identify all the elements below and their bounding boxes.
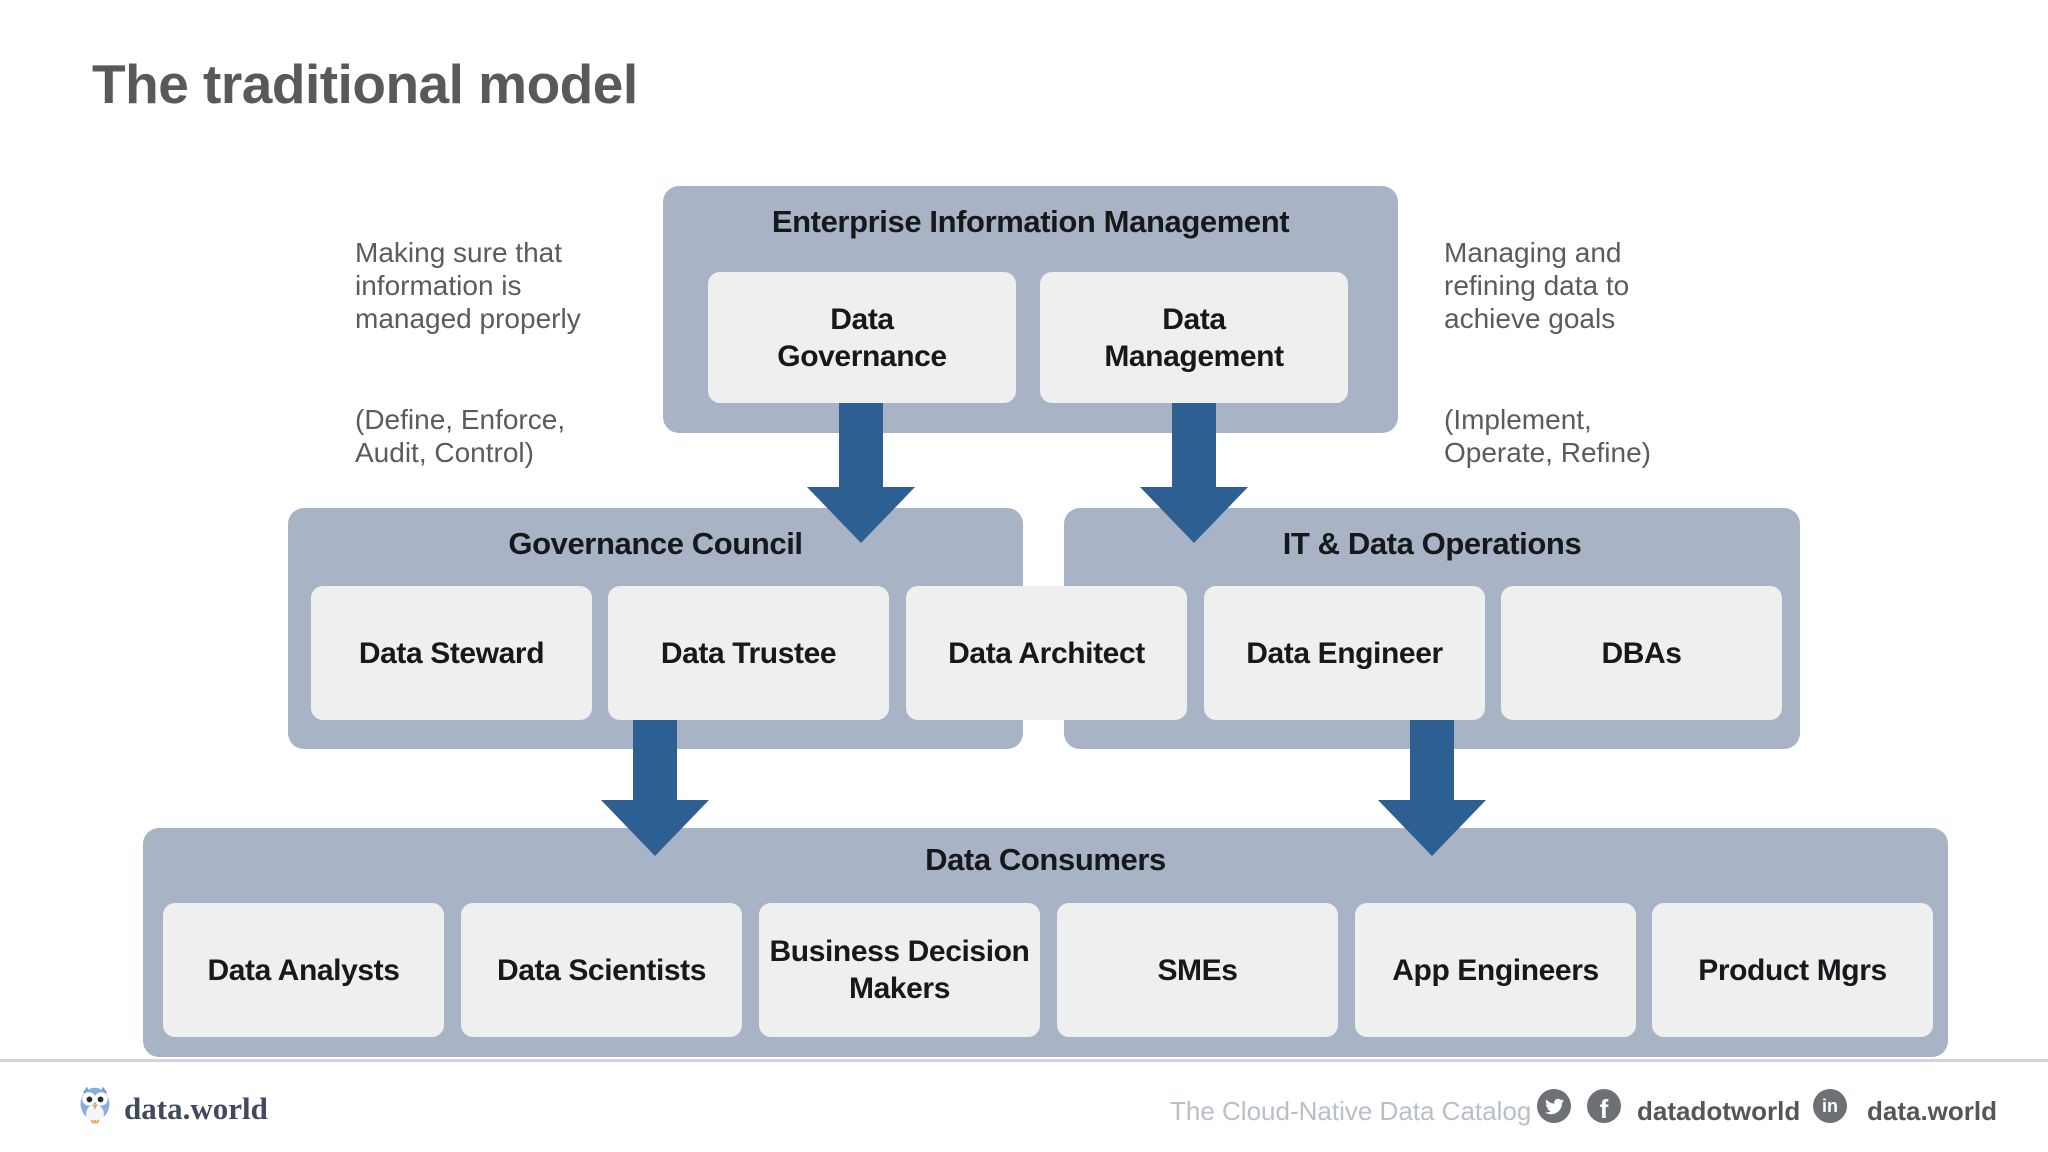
down-arrow-icon [1140, 403, 1248, 543]
box-data-architect: Data Architect [906, 586, 1187, 720]
linkedin-glyph: in [1822, 1096, 1838, 1116]
arrow-shaft [839, 403, 883, 487]
box-product-mgrs: Product Mgrs [1652, 903, 1933, 1037]
annotation-left-subtext: (Define, Enforce, Audit, Control) [355, 404, 566, 468]
annotation-right-text: Managing and refining data to achieve go… [1444, 237, 1630, 334]
box-data-management: Data Management [1040, 272, 1348, 403]
group-title-eim: Enterprise Information Management [771, 204, 1290, 239]
down-arrow-icon [807, 403, 915, 543]
arrow-shaft [1172, 403, 1216, 487]
linkedin-icon: in [1813, 1089, 1847, 1123]
box-data-scientists: Data Scientists [461, 903, 742, 1037]
arrow-head [601, 800, 709, 856]
arrow-head [807, 487, 915, 543]
footer-divider [0, 1059, 2048, 1062]
box-smes: SMEs [1057, 903, 1338, 1037]
group-title-itops: IT & Data Operations [1282, 526, 1582, 561]
group-title-consumers: Data Consumers [925, 842, 1166, 877]
box-app-engineers: App Engineers [1355, 903, 1636, 1037]
box-dbas: DBAs [1501, 586, 1782, 720]
down-arrow-icon [601, 719, 709, 856]
annotation-right: Managing and refining data to achieve go… [1444, 203, 1694, 502]
twitter-facebook-handle: datadotworld [1637, 1096, 1801, 1126]
box-business-decision-makers: Business Decision Makers [759, 903, 1040, 1037]
box-data-governance: Data Governance [708, 272, 1016, 403]
facebook-glyph: f [1599, 1094, 1609, 1123]
box-data-trustee: Data Trustee [608, 586, 889, 720]
linkedin-handle: data.world [1867, 1096, 1998, 1126]
facebook-icon: f [1587, 1089, 1621, 1123]
twitter-icon [1537, 1089, 1571, 1123]
annotation-right-subtext: (Implement, Operate, Refine) [1444, 404, 1651, 468]
box-data-analysts: Data Analysts [163, 903, 444, 1037]
annotation-left-text: Making sure that information is managed … [355, 237, 581, 334]
brand-logotype: data.world [124, 1091, 268, 1126]
arrow-head [1140, 487, 1248, 543]
owl-logo-icon [78, 1085, 112, 1125]
arrow-shaft [1410, 719, 1454, 800]
arrow-head [1378, 800, 1486, 856]
annotation-left: Making sure that information is managed … [355, 203, 625, 502]
box-data-engineer: Data Engineer [1204, 586, 1485, 720]
page-title: The traditional model [92, 53, 638, 115]
arrow-shaft [633, 719, 677, 800]
group-title-council: Governance Council [508, 526, 803, 561]
box-data-steward: Data Steward [311, 586, 592, 720]
footer-tagline: The Cloud-Native Data Catalog [1170, 1096, 1532, 1126]
down-arrow-icon [1378, 719, 1486, 856]
